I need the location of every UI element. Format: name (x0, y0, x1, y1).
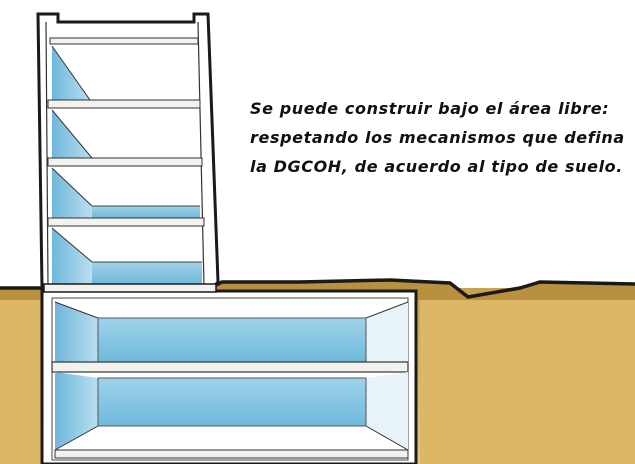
basement-level-2 (54, 372, 409, 459)
tower (36, 12, 220, 293)
caption-line-3: la DGCOH, de acuerdo al tipo de suelo. (250, 157, 623, 176)
tower-floor-4 (49, 37, 199, 101)
tower-floor-3 (47, 99, 201, 159)
basement-level-1 (54, 301, 409, 363)
caption-line-2: respetando los mecanismos que defina (250, 128, 625, 147)
basement (40, 289, 418, 464)
tower-floor-2 (47, 157, 203, 218)
caption-line-1: Se puede construir bajo el área libre: (250, 99, 610, 118)
caption-text: Se puede construir bajo el área libre: r… (250, 94, 630, 181)
tower-floor-1 (47, 217, 205, 284)
